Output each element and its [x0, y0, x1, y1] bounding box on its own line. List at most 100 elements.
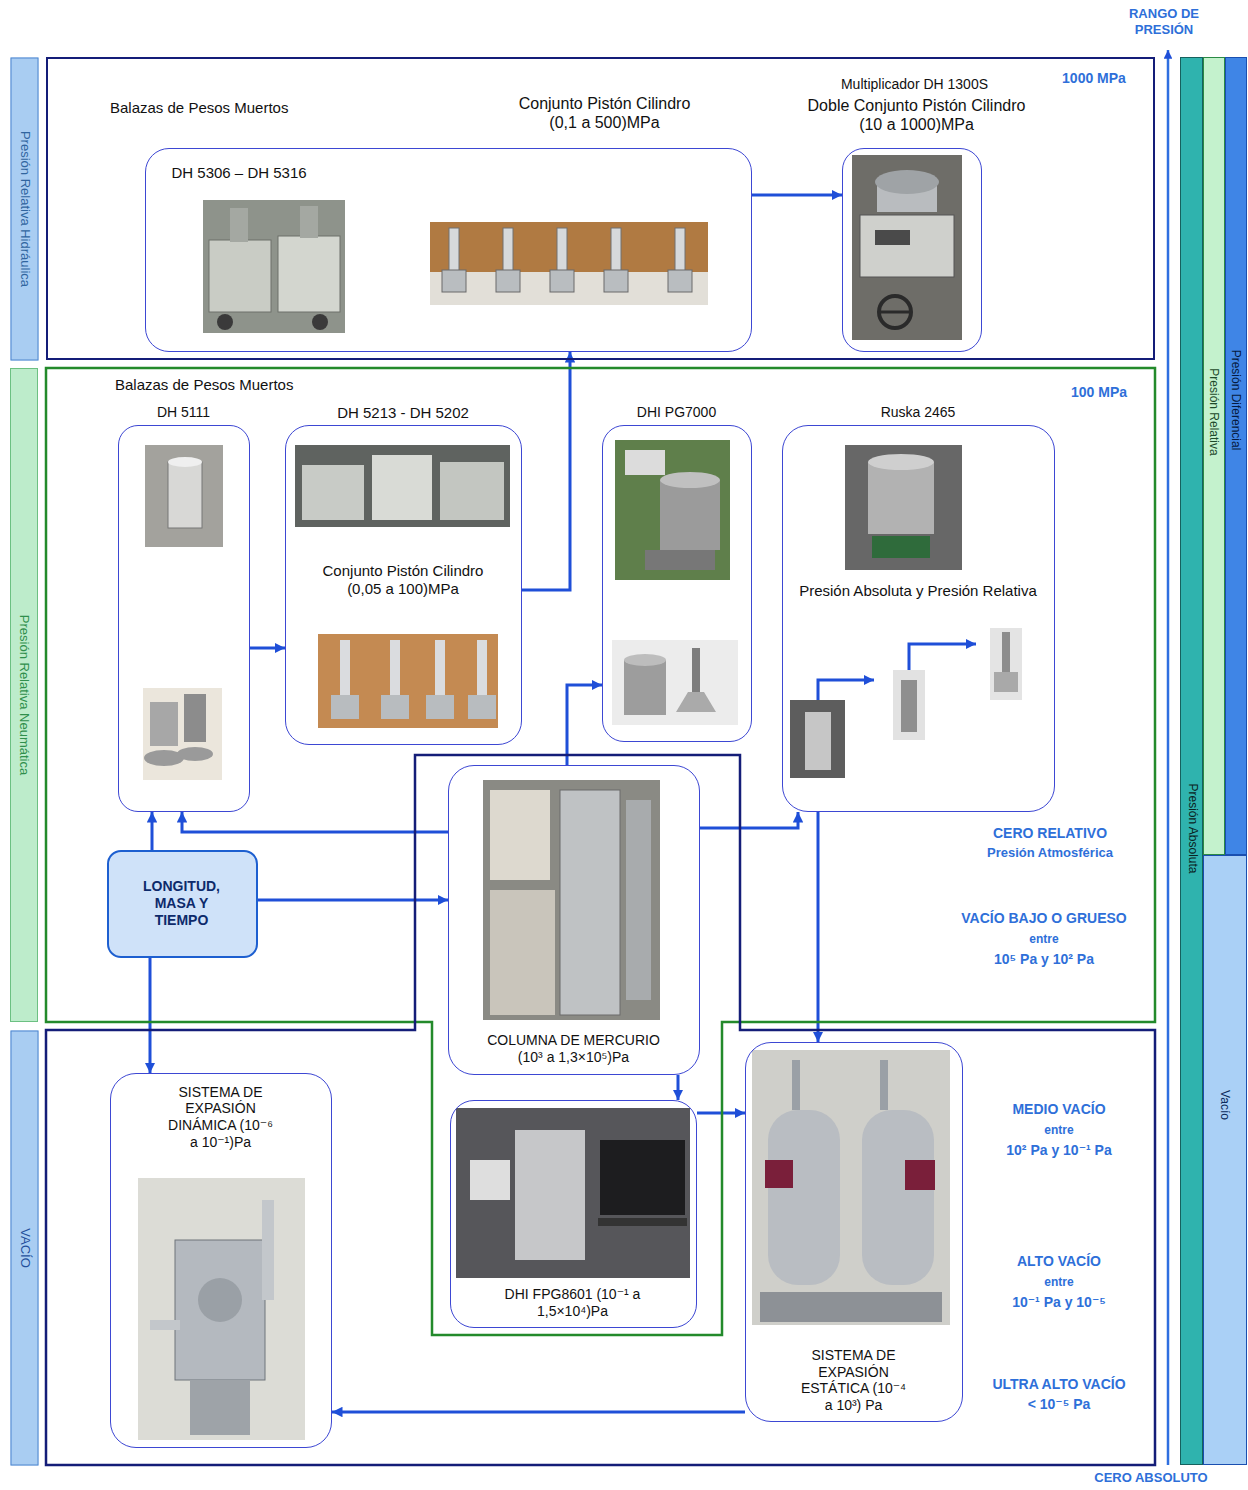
pressure-band: SISTEMA DE EXPASIÓN DINÁMICA (10⁻⁶ a 10⁻…	[46, 755, 1155, 1465]
scale-label: entre	[935, 932, 1153, 946]
flow-arrow	[677, 1075, 680, 1100]
sequence-arrow	[818, 680, 874, 700]
piston-rod	[340, 640, 350, 695]
band-label: VACÍO	[10, 1030, 38, 1465]
piston-housing	[660, 480, 720, 550]
expansion-vessel	[768, 1110, 840, 1285]
photo-ground	[430, 222, 708, 272]
notice-sheet	[490, 790, 550, 880]
flow-arrow	[817, 812, 820, 1042]
range-arrow	[1167, 50, 1170, 1465]
scale-bar: Presión Absoluta	[1180, 57, 1203, 1465]
model-name: DH 5213 - DH 5202	[285, 404, 522, 422]
band-label: Presión Relativa Neumática	[10, 368, 38, 1022]
mass-stack	[660, 472, 720, 488]
piston-housing	[168, 462, 202, 528]
model-name: Multiplicador DH 1300S	[800, 76, 1030, 93]
scale-label: ALTO VACÍO	[965, 1253, 1153, 1270]
vacuum-chamber	[175, 1240, 265, 1380]
scale-label: VACÍO BAJO O GRUESO	[935, 910, 1153, 927]
cylinder-base	[426, 695, 454, 719]
platform	[645, 550, 715, 570]
balance-body	[440, 462, 504, 520]
flow-arrow	[752, 194, 842, 197]
photo-ground	[852, 155, 962, 340]
photo-ground	[295, 445, 510, 527]
model-name: DH 5306 – DH 5316	[172, 164, 412, 182]
cylinder-base	[381, 695, 409, 719]
scale-label: 10² Pa y 10⁻¹ Pa	[965, 1142, 1153, 1159]
standard-box: DHI FPG8601 (10⁻¹ a 1,5×10⁴)Pa	[450, 1100, 697, 1328]
flow-arrow	[149, 958, 152, 1073]
scale-title: RANGO DE PRESIÓN	[1105, 6, 1223, 37]
scale-bar-label: Vacío	[1205, 1005, 1245, 1205]
scale-label: Presión Atmosférica	[950, 845, 1150, 861]
flow-arrow	[258, 899, 448, 902]
scale-label: 10⁵ Pa y 10² Pa	[935, 951, 1153, 968]
scale-label: 10⁻¹ Pa y 10⁻⁵	[965, 1294, 1153, 1311]
scale-bar-label: Presión Relativa	[1204, 312, 1224, 512]
equipment-group: DHI PG7000	[602, 425, 752, 742]
flow-arrow	[151, 812, 154, 850]
scale-label: < 10⁻⁵ Pa	[965, 1396, 1153, 1413]
frame	[760, 1292, 942, 1322]
standard-box: COLUMNA DE MERCURIO (10³ a 1,3×10⁵)Pa	[448, 765, 700, 1075]
piston-housing	[868, 462, 934, 534]
base-units-box: LONGITUD, MASA Y TIEMPO	[107, 850, 258, 958]
cylinder-base	[177, 747, 213, 761]
handwheel	[217, 314, 233, 330]
photo-ground	[318, 634, 498, 728]
handwheel	[879, 296, 911, 328]
scale-bar: Presión Relativa	[1203, 57, 1225, 855]
model-name: Ruska 2465	[782, 404, 1055, 421]
mercury-column	[626, 800, 651, 1000]
flow-arrow	[250, 647, 285, 650]
piston-top	[168, 457, 202, 467]
photo-ground	[752, 1050, 950, 1325]
photo-ground	[990, 628, 1022, 700]
group-heading: Balazas de Pesos Muertos	[110, 99, 370, 117]
photo-ground	[845, 445, 962, 570]
cylinder-base	[331, 695, 359, 719]
cylinder-base	[604, 270, 628, 292]
scale-bar: Presión Diferencial	[1225, 57, 1247, 855]
balance-body	[372, 455, 432, 520]
band-border	[46, 368, 1155, 1335]
equipment-group: Ruska 2465Presión Absoluta y Presión Rel…	[782, 425, 1055, 812]
multiplier-body	[860, 215, 954, 277]
flange	[198, 1278, 242, 1322]
cylinder	[150, 702, 178, 746]
cylinder	[624, 660, 666, 715]
range-heading: Conjunto Pistón Cilindro (0,1 a 500)MPa	[510, 94, 700, 132]
photo-ground	[203, 200, 345, 333]
cylinder-base	[550, 270, 574, 292]
scale-label: CERO ABSOLUTO	[1062, 1470, 1240, 1486]
cylinder	[184, 694, 206, 742]
photo-ground	[483, 780, 660, 1020]
expansion-vessel	[862, 1110, 934, 1285]
box-label: LONGITUD, MASA Y TIEMPO	[132, 878, 232, 928]
cylinder-base	[496, 270, 520, 292]
box-label: DHI FPG8601 (10⁻¹ a 1,5×10⁴)Pa	[498, 1286, 648, 1320]
piston-gauge	[515, 1130, 585, 1260]
balance-body	[278, 236, 340, 312]
cylinder-base	[668, 270, 692, 292]
cylinder	[805, 712, 831, 770]
equipment-group: DH 5306 – DH 5316Conjunto Pistón Cilindr…	[145, 148, 752, 352]
range-heading: Doble Conjunto Pistón Cilindro (10 a 100…	[801, 96, 1033, 134]
display	[625, 450, 665, 475]
flow-arrow	[522, 352, 570, 590]
monitor	[600, 1140, 685, 1215]
vacuum-tube	[880, 1060, 888, 1110]
piston-rod	[477, 640, 487, 695]
flow-arrow	[182, 812, 448, 832]
photo-ground	[456, 1108, 690, 1278]
scale-label: entre	[965, 1123, 1153, 1137]
group-heading: Balazas de Pesos Muertos	[115, 376, 375, 394]
controller	[470, 1160, 510, 1200]
handwheel-spoke	[879, 311, 911, 314]
mass-stack	[875, 170, 939, 194]
mass-stack	[868, 454, 934, 470]
piston-rod	[435, 640, 445, 695]
